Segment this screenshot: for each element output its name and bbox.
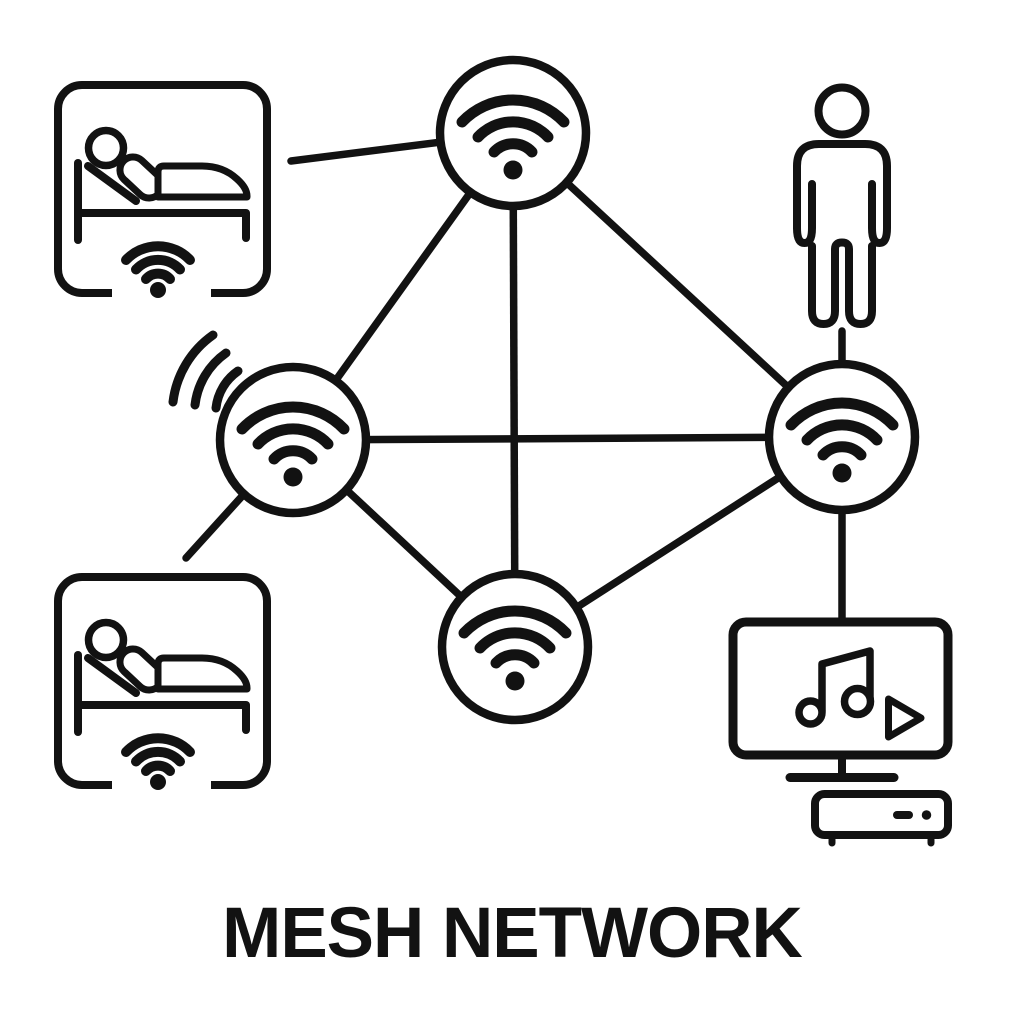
music-note-head-left xyxy=(795,697,826,728)
wifi-nodes xyxy=(215,55,920,725)
wifi-node-top xyxy=(435,55,591,211)
diagram-title: MESH NETWORK xyxy=(222,894,803,973)
music-note-icon xyxy=(818,647,874,715)
wifi-node-right xyxy=(764,359,920,515)
wifi-node-bottom xyxy=(437,569,593,725)
play-icon xyxy=(885,695,925,741)
tv-media-player-icon xyxy=(728,617,953,847)
person-legs xyxy=(808,238,876,328)
patient-in-bed-lower-icon xyxy=(58,577,267,794)
music-note-head-right xyxy=(840,684,875,719)
media-box-dot xyxy=(921,810,932,820)
edge-top-bottom xyxy=(509,132,519,648)
edge-left-right xyxy=(292,433,843,444)
wifi-node-left xyxy=(215,362,371,518)
person-torso-arms xyxy=(793,140,891,247)
tv-screen xyxy=(728,617,953,760)
media-box xyxy=(811,790,952,839)
person-head xyxy=(814,83,870,139)
patient-in-bed-upper-icon xyxy=(58,85,267,302)
person-left-arm-inner xyxy=(793,180,816,247)
person-icon xyxy=(793,83,891,328)
radio-waves-icon xyxy=(168,330,243,413)
mesh-edges xyxy=(289,130,845,651)
